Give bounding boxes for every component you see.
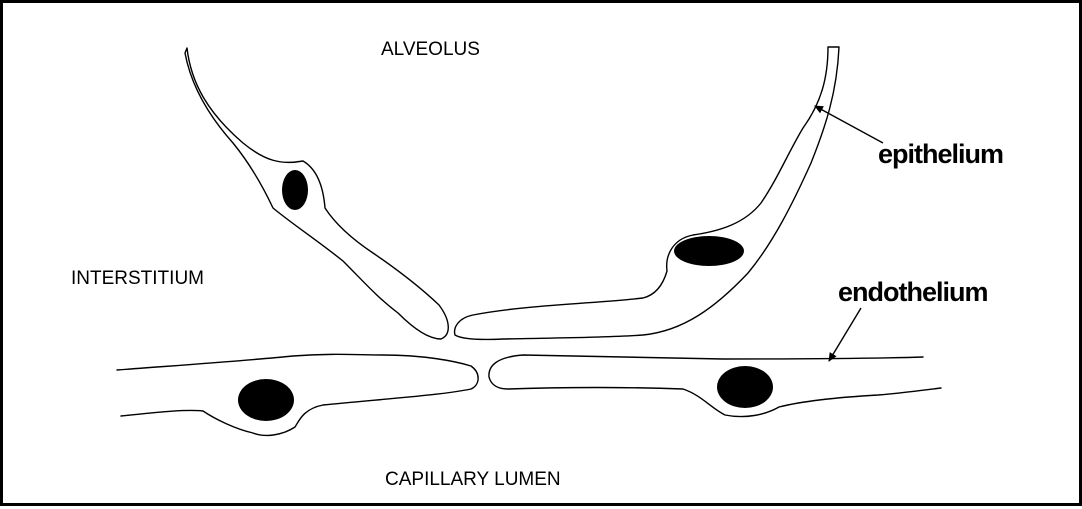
right-epithelial-nucleus <box>674 236 744 266</box>
endothelium-pointer <box>829 308 861 361</box>
left-epithelial-cell <box>185 48 448 339</box>
right-endothelial-nucleus <box>717 366 773 408</box>
capillary-lumen-label: CAPILLARY LUMEN <box>385 469 561 490</box>
interstitium-label: INTERSTITIUM <box>71 268 204 289</box>
endothelium-label: endothelium <box>838 277 988 307</box>
alveolus-label: ALVEOLUS <box>381 39 480 60</box>
left-endothelial-nucleus <box>238 379 294 421</box>
left-epithelial-nucleus <box>282 170 308 210</box>
left-endothelial-cell <box>117 354 478 435</box>
alveolar-capillary-diagram: ALVEOLUS INTERSTITIUM CAPILLARY LUMEN ep… <box>3 3 1082 509</box>
epithelium-label: epithelium <box>878 139 1003 169</box>
right-endothelial-cell <box>489 355 941 417</box>
right-epithelial-cell <box>455 47 839 340</box>
